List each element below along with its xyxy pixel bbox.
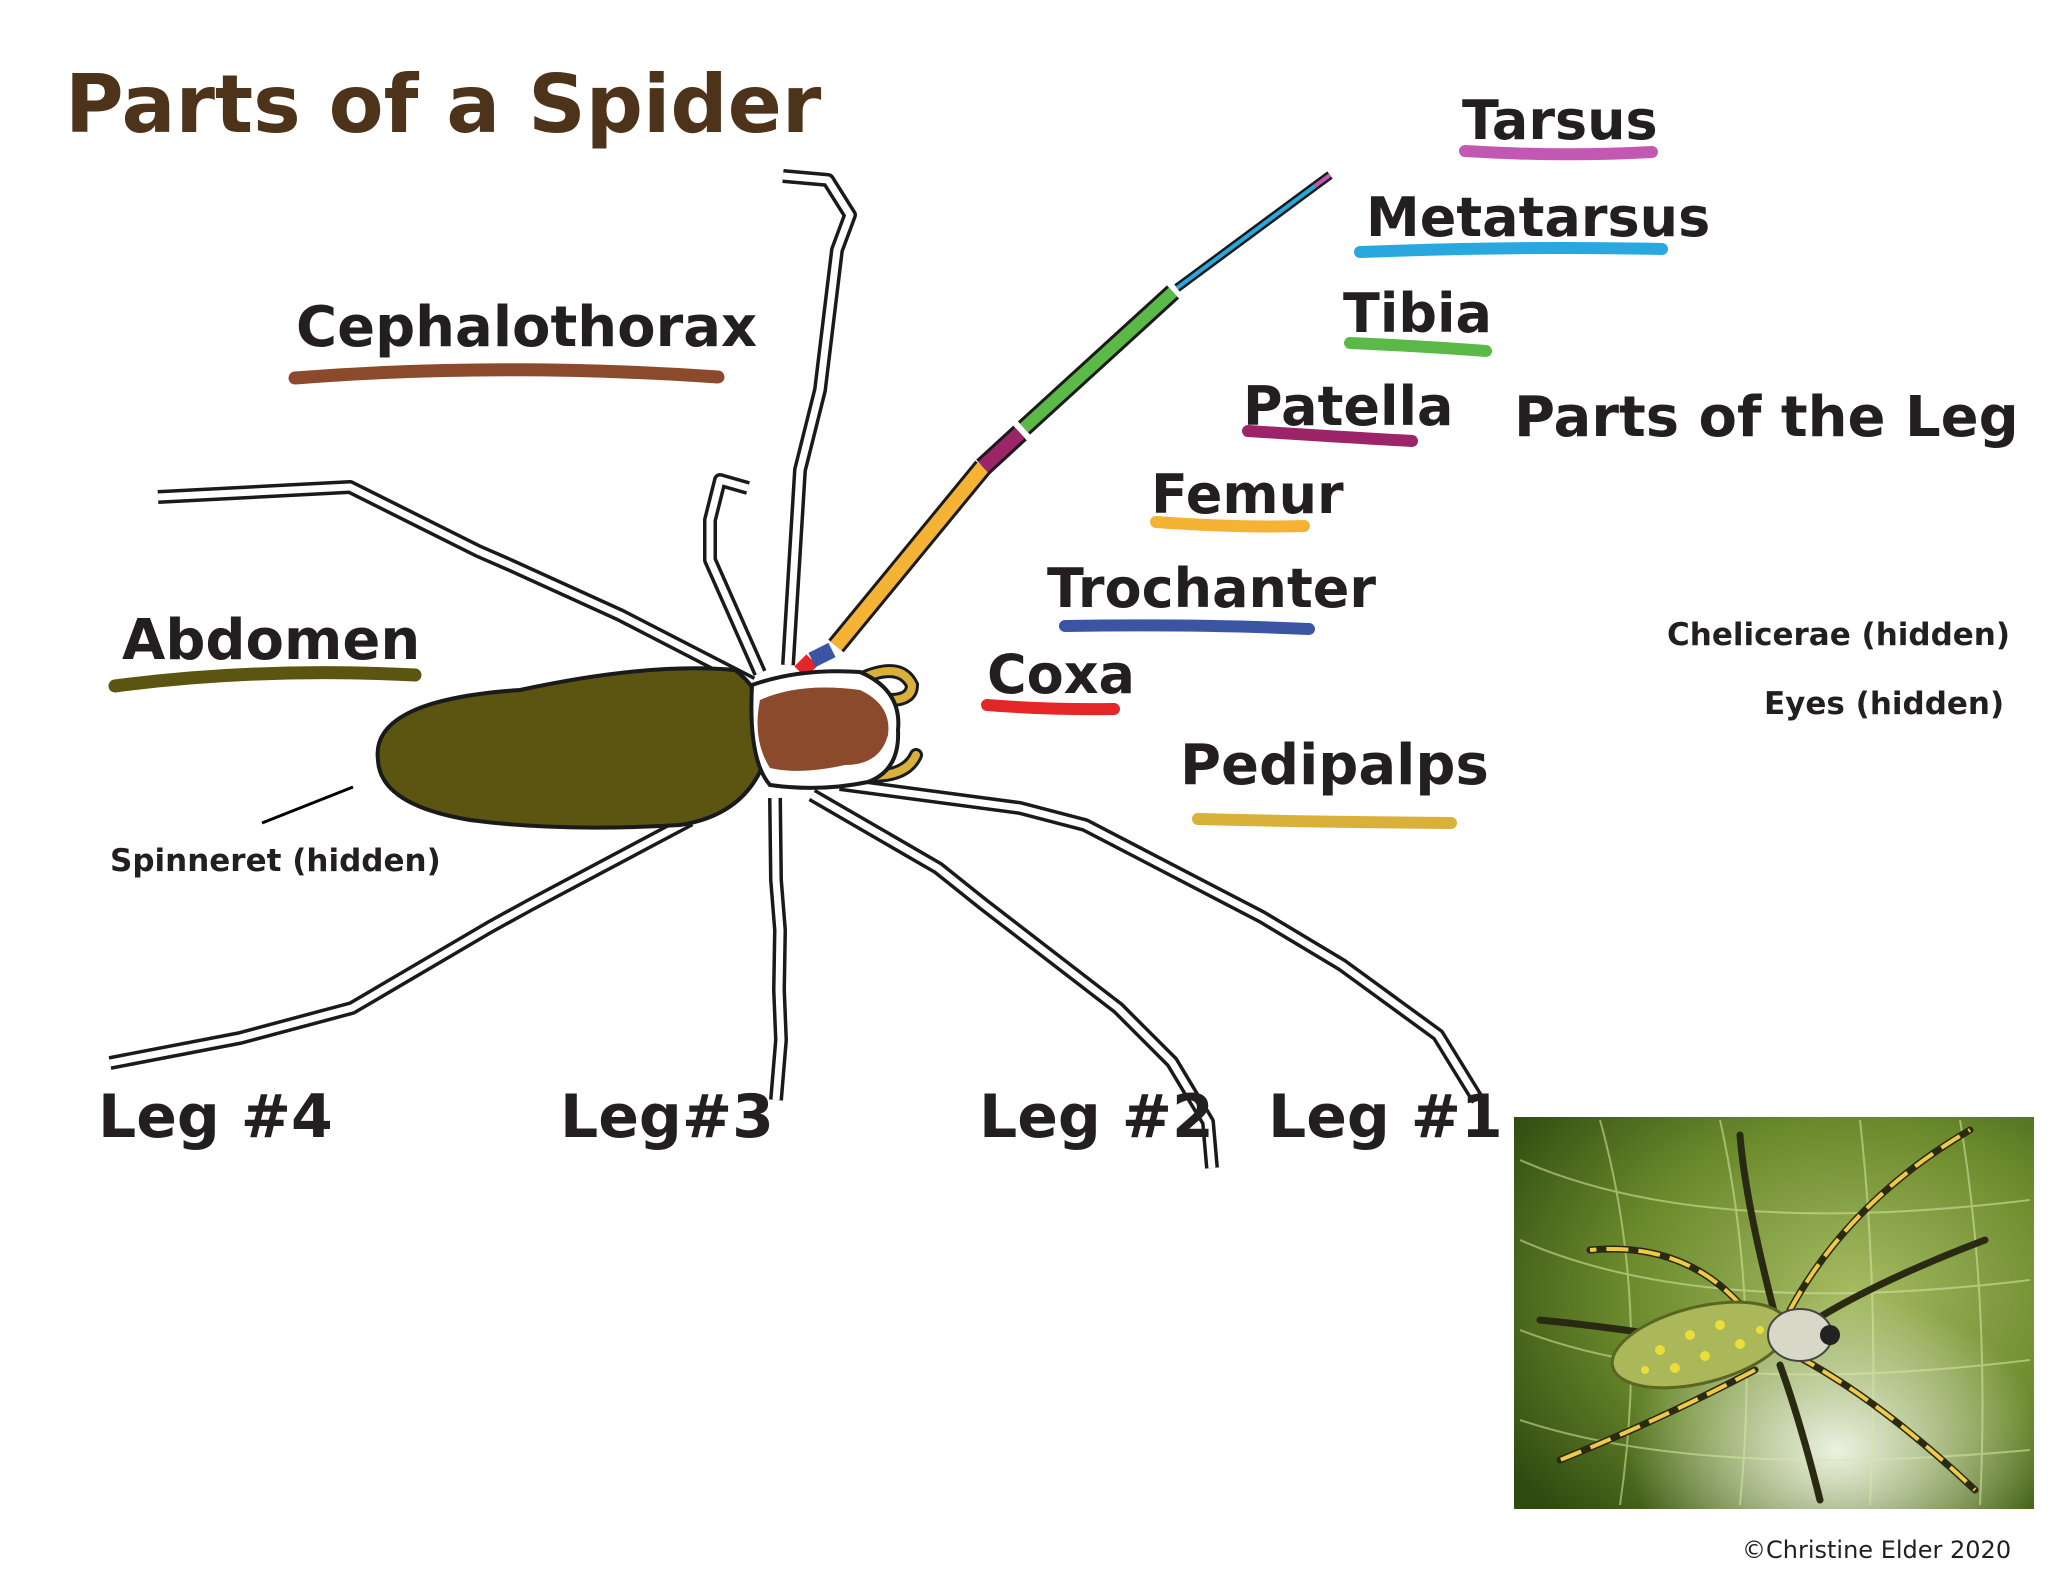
- leg-4-upper-outline: [157, 480, 756, 690]
- leg-2-label: Leg #2: [979, 1082, 1214, 1152]
- femur-label: Femur: [1151, 463, 1344, 526]
- metatarsus-underline: [1354, 242, 1668, 258]
- femur-underline: [1150, 516, 1310, 533]
- trochanter-segment: [808, 642, 836, 668]
- abdomen-label: Abdomen: [122, 608, 421, 673]
- leg-3-left-outline: [768, 797, 788, 1101]
- cephalothorax-underline: [288, 363, 725, 385]
- coxa-label: Coxa: [987, 643, 1135, 706]
- labeled-leg: [794, 171, 1333, 678]
- patella-label: Patella: [1243, 375, 1454, 438]
- leg-3b-outline: [703, 473, 767, 676]
- leg-3-label: Leg#3: [560, 1082, 774, 1152]
- chelicerae-label: Chelicerae (hidden): [1667, 617, 2011, 653]
- spider-photo: [1514, 1117, 2034, 1509]
- coxa-underline: [981, 699, 1120, 716]
- metatarsus-label: Metatarsus: [1366, 186, 1711, 249]
- tarsus-label: Tarsus: [1462, 89, 1658, 152]
- spinneret-label: Spinneret (hidden): [110, 843, 441, 879]
- leg-1-outline: [839, 777, 1484, 1104]
- tibia-label: Tibia: [1343, 282, 1492, 345]
- leg-2-outline: [808, 788, 1219, 1169]
- trochanter-label: Trochanter: [1047, 557, 1377, 620]
- leg-4-label: Leg #4: [98, 1082, 333, 1152]
- leg-4-lower-outline: [108, 813, 694, 1070]
- abdomen-shape: [375, 666, 769, 830]
- pedipalps-label: Pedipalps: [1180, 733, 1489, 798]
- pedipalps-underline: [1192, 813, 1457, 829]
- tibia-underline: [1344, 337, 1492, 357]
- page-title: Parts of a Spider: [65, 58, 822, 151]
- cephalothorax-shape: [757, 687, 889, 771]
- leg-3-right-outline: [781, 169, 857, 666]
- eyes-label: Eyes (hidden): [1764, 686, 2005, 722]
- label-underlines: [108, 145, 1668, 829]
- trochanter-underline: [1059, 619, 1315, 635]
- cephalothorax-label: Cephalothorax: [296, 295, 758, 360]
- leg-parts-title: Parts of the Leg: [1514, 385, 2019, 450]
- copyright: ©Christine Elder 2020: [1742, 1536, 2012, 1564]
- leg-1-label: Leg #1: [1268, 1082, 1503, 1152]
- spider-legs: [108, 169, 1484, 1169]
- patella-underline: [1242, 425, 1418, 447]
- abdomen-underline: [108, 666, 422, 693]
- spinneret-pointer-line: [261, 785, 354, 825]
- tarsus-underline: [1459, 145, 1658, 161]
- coxa-segment: [794, 654, 818, 678]
